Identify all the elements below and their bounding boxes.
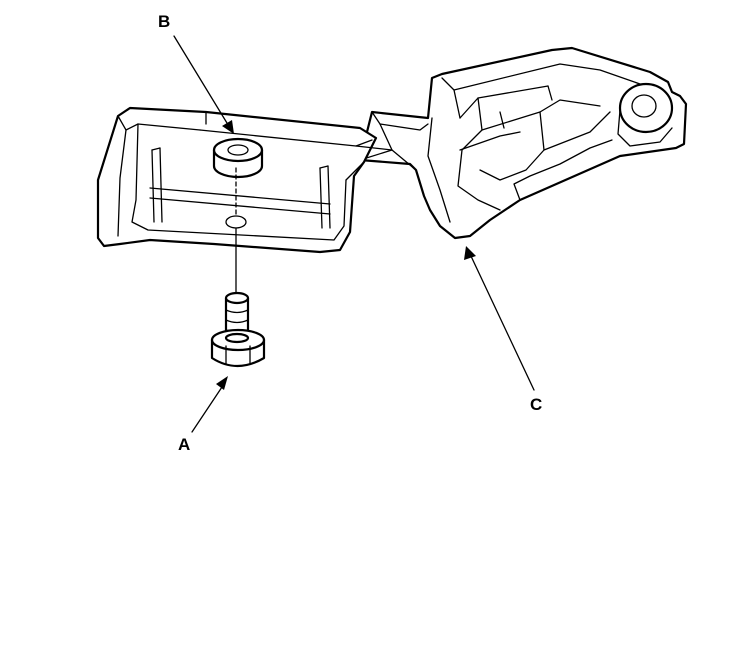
part-a-bolt [210, 291, 266, 368]
leader-c [464, 246, 535, 391]
part-c-hinge-arm [358, 46, 688, 240]
callout-label-b: B [158, 12, 171, 31]
part-b-spacer [212, 137, 264, 179]
bracket-base [96, 106, 417, 254]
callout-label-c: C [530, 395, 543, 414]
leader-b [173, 35, 234, 134]
leader-a [191, 376, 228, 433]
callout-label-a: A [178, 435, 191, 454]
